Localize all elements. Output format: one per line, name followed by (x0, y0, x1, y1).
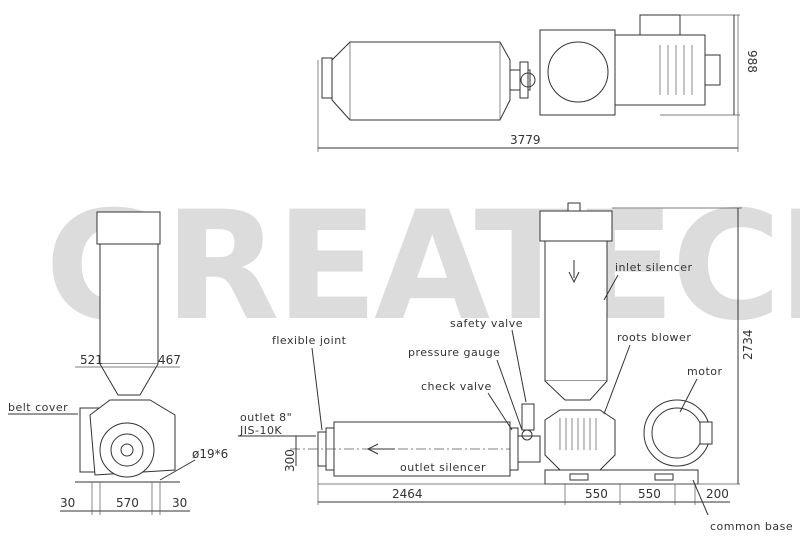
dim-top-length: 3779 (510, 133, 541, 147)
watermark: GREATECH (45, 180, 800, 354)
front-view: 521 467 belt cover ø19*6 30 570 30 (8, 211, 228, 515)
top-view: 3779 988 (317, 14, 759, 152)
label-flexible-joint: flexible joint (272, 334, 347, 347)
dim-bolt-holes: ø19*6 (192, 447, 228, 461)
dim-front-right: 467 (158, 353, 181, 367)
dim-foot-span: 570 (116, 496, 139, 510)
dim-front-left: 521 (80, 353, 103, 367)
dim-base-3: 200 (706, 487, 729, 501)
label-belt-cover: belt cover (8, 401, 68, 414)
label-outlet: outlet 8" (240, 411, 292, 424)
dim-base-2: 550 (638, 487, 661, 501)
dim-base-1: 550 (585, 487, 608, 501)
dim-outlet-silencer-length: 2464 (392, 487, 423, 501)
label-roots-blower: roots blower (617, 331, 691, 344)
dim-height: 2734 (741, 329, 755, 360)
dim-foot-right: 30 (172, 496, 187, 510)
label-check-valve: check valve (421, 380, 492, 393)
dim-foot-left: 30 (60, 496, 75, 510)
label-inlet-silencer: inlet silencer (615, 261, 693, 274)
label-safety-valve: safety valve (450, 317, 523, 330)
label-pressure-gauge: pressure gauge (408, 346, 500, 359)
label-outlet-silencer: outlet silencer (400, 461, 486, 474)
dim-top-width: 988 (745, 50, 759, 73)
label-outlet-standard: JIS-10K (239, 424, 282, 437)
label-common-base: common base (710, 520, 793, 533)
side-view: 2464 550 550 200 2734 300 outlet 8" JIS-… (238, 202, 793, 533)
dim-outlet-height: 300 (283, 449, 297, 472)
label-motor: motor (687, 365, 723, 378)
